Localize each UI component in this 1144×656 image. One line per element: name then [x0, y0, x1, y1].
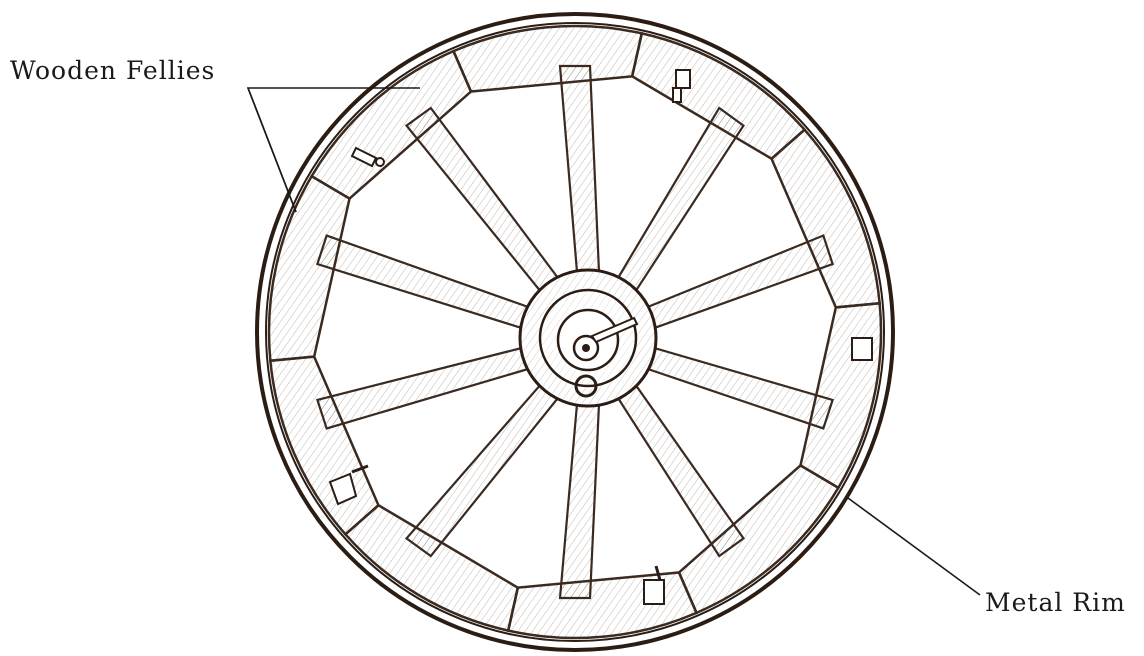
axle-hole-center: [582, 344, 590, 352]
metal-rim-leader: [848, 498, 980, 595]
wooden-fellies-leader-branch: [248, 88, 296, 212]
bolt-right: [852, 338, 872, 360]
wooden-fellies-label: Wooden Fellies: [10, 56, 215, 85]
metal-rim-label: Metal Rim: [985, 588, 1126, 617]
hub: [520, 270, 656, 406]
